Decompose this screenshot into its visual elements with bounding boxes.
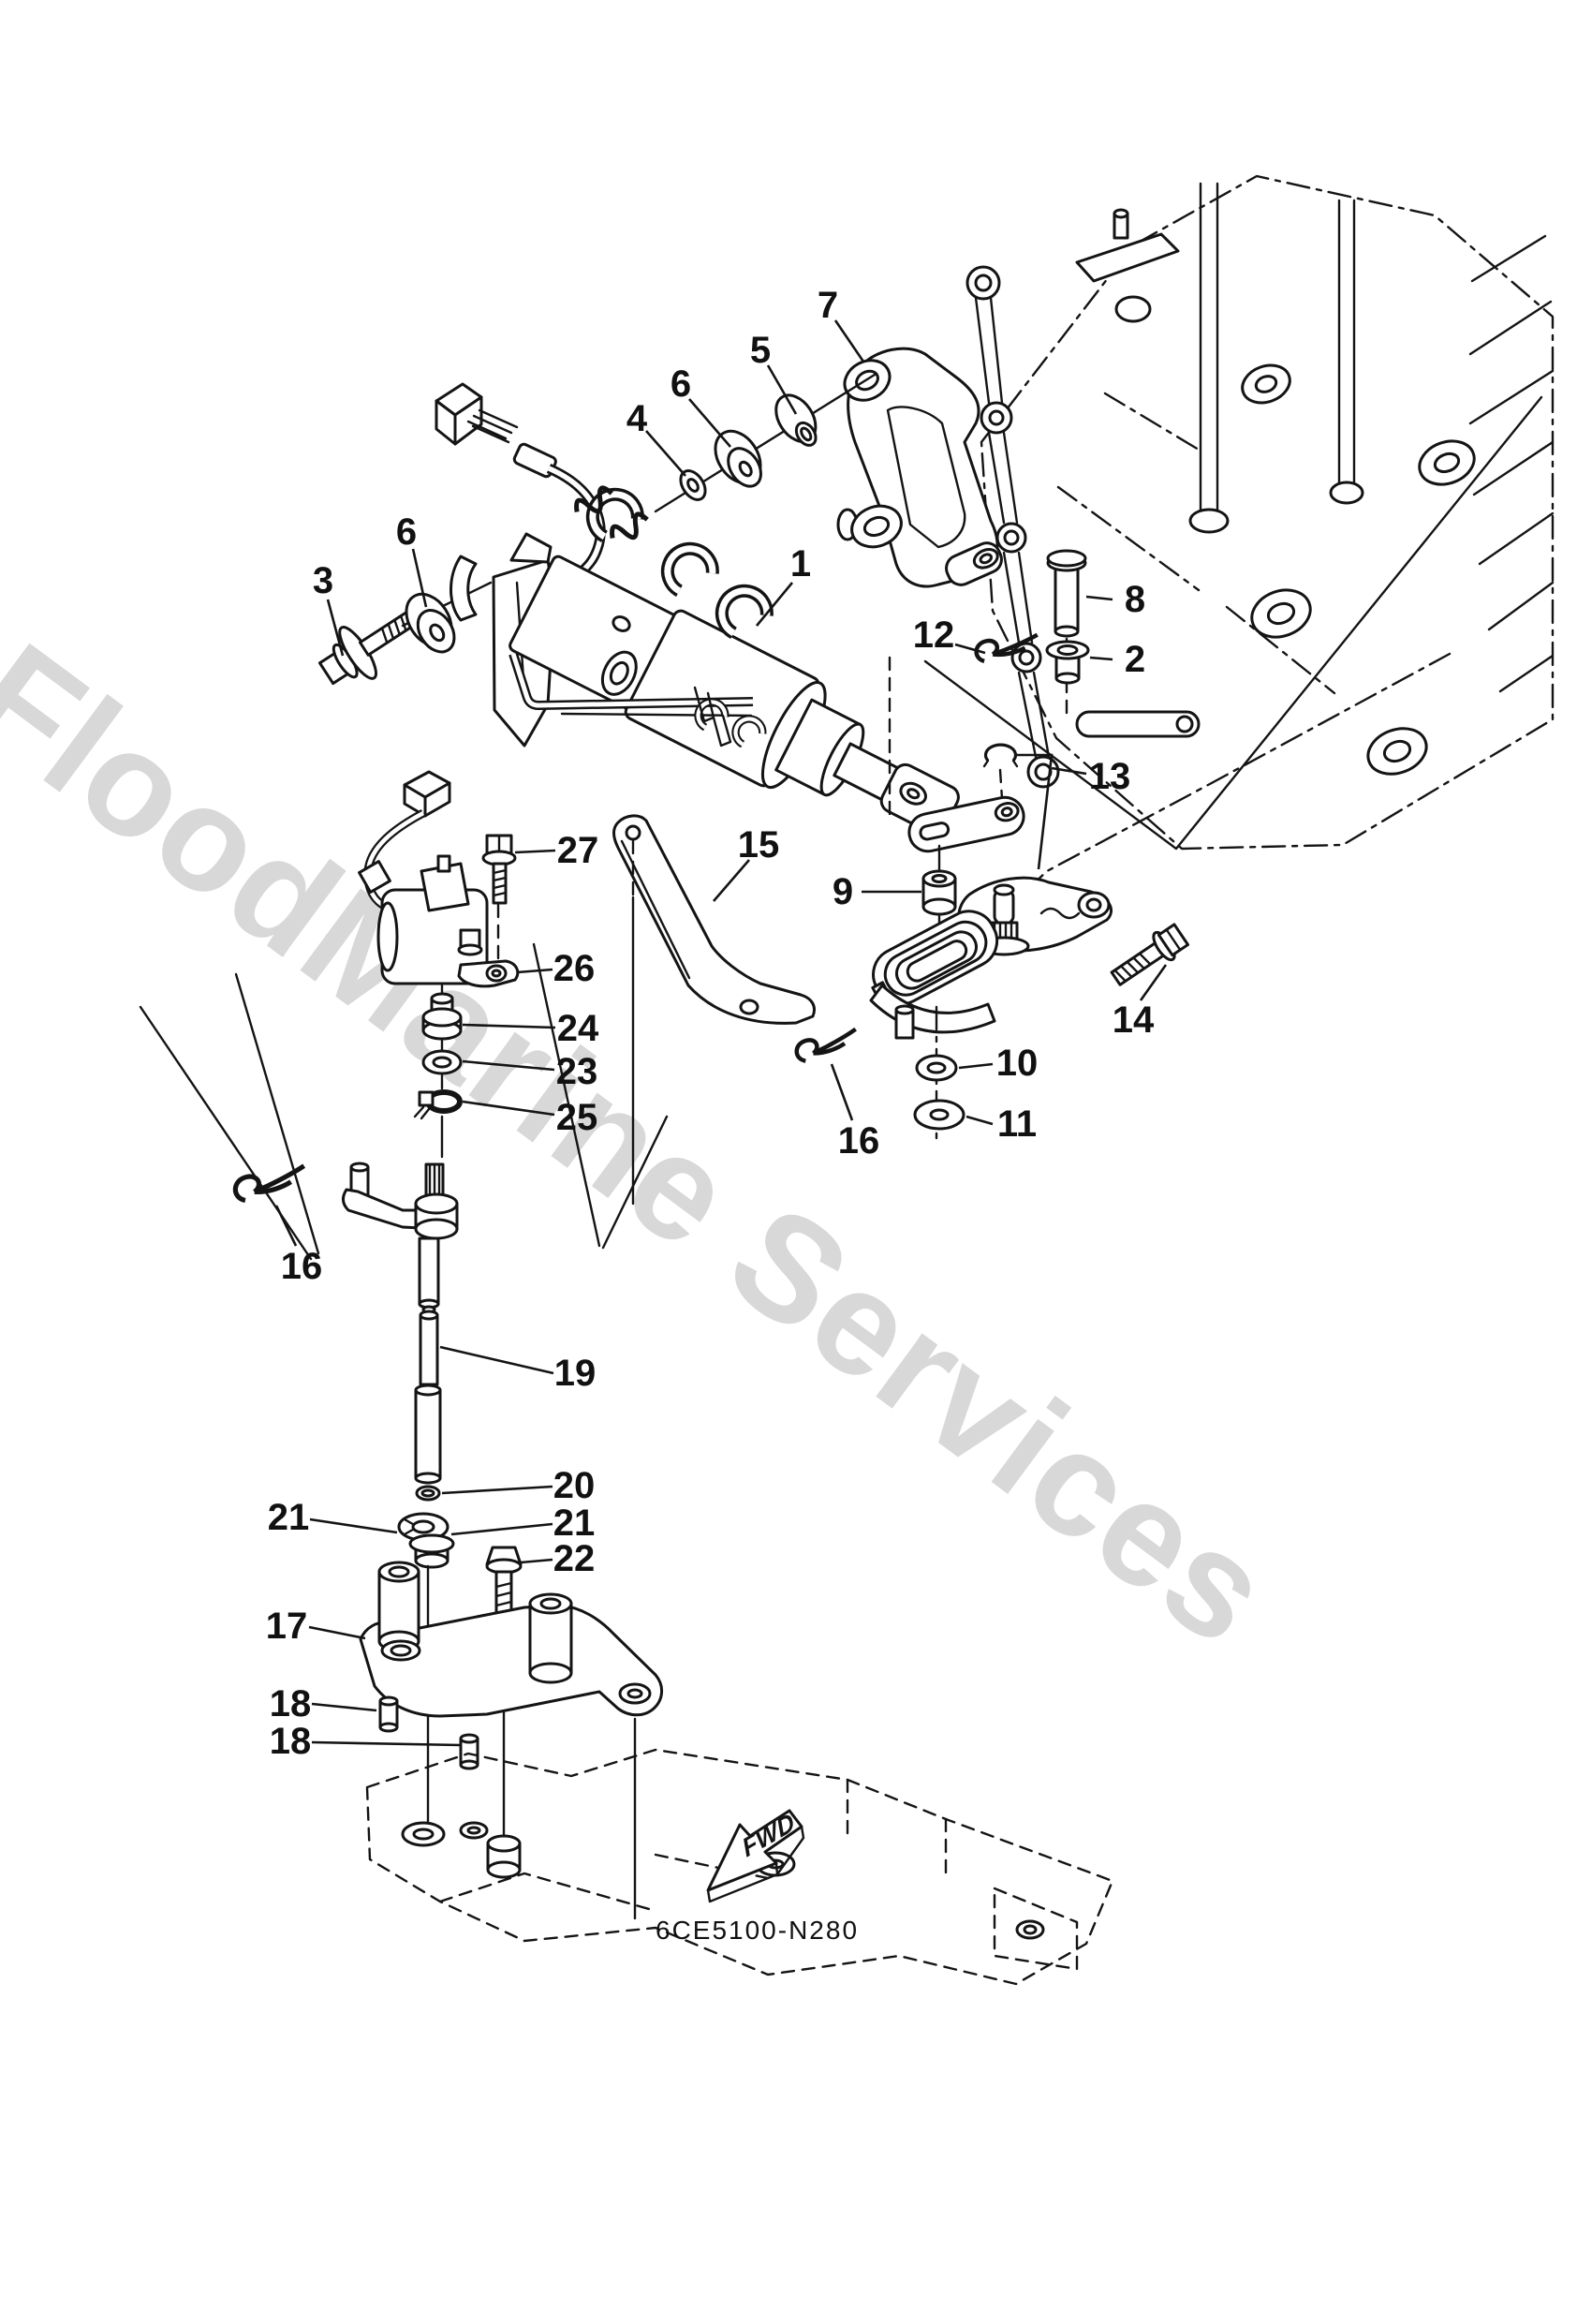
- callout-12: 12: [913, 614, 955, 656]
- callout-27: 27: [557, 830, 599, 871]
- callout-1: 1: [790, 543, 811, 585]
- callout-18a: 18: [270, 1683, 312, 1724]
- callout-18b: 18: [270, 1721, 312, 1762]
- callout-3: 3: [313, 560, 333, 601]
- callout-6b: 6: [396, 511, 417, 553]
- r-clip-part16-right: [794, 1029, 860, 1063]
- callout-23: 23: [556, 1051, 598, 1092]
- callout-15: 15: [738, 824, 780, 866]
- callout-9: 9: [833, 871, 853, 912]
- callout-26: 26: [553, 948, 596, 989]
- engine-block-phantom: [965, 174, 1555, 851]
- callout-14: 14: [1113, 999, 1155, 1041]
- base-mount-phantom: [365, 1748, 1114, 1986]
- throttle-cam-assembly: [869, 876, 1113, 1140]
- callout-2: 2: [1125, 639, 1145, 680]
- rubber-mount-part9: [921, 844, 957, 929]
- pin-part18-a: [378, 1695, 399, 1733]
- fwd-arrow-icon: FWD: [706, 1807, 805, 1903]
- washer-part11: [913, 1099, 965, 1131]
- link-rod-part19: [414, 1236, 442, 1485]
- bolt-part14: [1110, 923, 1190, 986]
- lever-part15: [612, 814, 816, 1206]
- clevis-pin-part8: [1046, 549, 1087, 716]
- callout-labels: 1 2 3 4 5 6 6 7 8 9 10 11 12 13 14 15 16…: [266, 285, 1155, 1762]
- callout-7: 7: [818, 285, 838, 326]
- callout-20: 20: [553, 1465, 596, 1506]
- callout-16a: 16: [838, 1120, 880, 1162]
- harness-connector: [435, 382, 606, 622]
- split-bushing-part21: [397, 1512, 455, 1569]
- callout-6a: 6: [671, 363, 691, 405]
- washer-part4: [679, 469, 707, 501]
- callout-16b: 16: [281, 1246, 323, 1287]
- grommet-part6-top: [714, 429, 762, 488]
- callout-19: 19: [554, 1353, 597, 1394]
- pin-part18-b: [459, 1733, 479, 1770]
- scope-lines: [139, 942, 669, 1261]
- grommet-part6-left: [405, 592, 456, 654]
- callout-22: 22: [553, 1538, 596, 1579]
- callout-24: 24: [557, 1008, 599, 1049]
- crank-arm-assembly: [342, 1162, 459, 1240]
- mount-bracket-part7: [836, 347, 1003, 588]
- callout-21a: 21: [268, 1497, 310, 1538]
- callout-5: 5: [750, 330, 771, 371]
- o-ring-part20: [415, 1485, 441, 1502]
- bolt-part3: [318, 610, 418, 686]
- bushing-part2: [1045, 640, 1090, 685]
- collar-part5: [774, 393, 818, 447]
- part-code: 6CE5100-N280: [656, 1916, 859, 1945]
- link-arm-part13: [907, 743, 1025, 853]
- callout-8: 8: [1125, 579, 1145, 620]
- callout-25: 25: [556, 1097, 598, 1138]
- throttle-actuator-part1: [492, 485, 960, 836]
- washer-part10: [915, 1054, 958, 1082]
- bracket-part17: [359, 1561, 663, 1718]
- callout-4: 4: [626, 398, 648, 439]
- solenoid-assembly: [358, 770, 520, 1159]
- callout-13: 13: [1089, 756, 1131, 797]
- callout-11: 11: [997, 1103, 1037, 1145]
- callout-21b: 21: [553, 1502, 596, 1544]
- callout-10: 10: [996, 1043, 1039, 1084]
- leader-lines: [274, 319, 1168, 1747]
- callout-17: 17: [266, 1606, 308, 1647]
